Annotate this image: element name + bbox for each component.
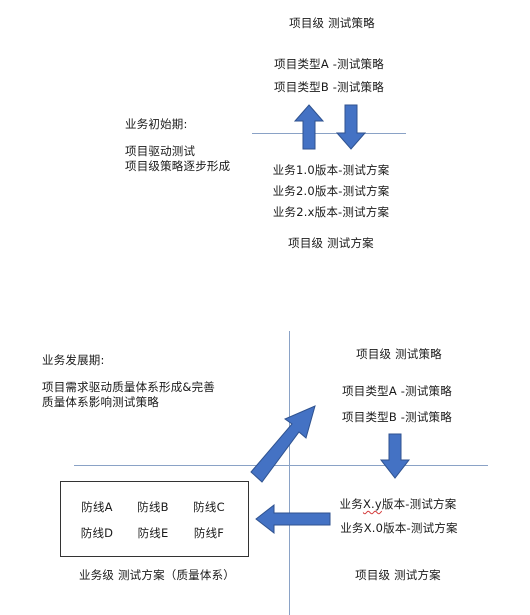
defense-line-f: 防线F [193,526,225,540]
business-plan-footer: 业务级 测试方案（质量体系） [79,568,235,582]
bottom-down-arrow-icon [379,433,411,479]
project-plan-footer: 项目级 测试方案 [355,568,441,582]
bottom-vertical-axis [289,331,290,615]
bottom-phase-line-2: 质量体系影响测试策略 [42,395,159,409]
defense-line-d: 防线D [80,526,114,540]
top-phase-line-2: 项目级策略逐步形成 [125,159,231,173]
top-down-arrow-icon [335,104,367,150]
top-up-arrow-icon [293,104,325,150]
bottom-horizontal-axis [74,465,488,466]
defense-line-a: 防线A [81,500,113,514]
bottom-phase-line-1: 项目需求驱动质量体系形成&完善 [42,380,215,394]
top-plan-1: 业务1.0版本-测试方案 [272,163,390,177]
top-plan-3: 业务2.x版本-测试方案 [272,205,390,219]
top-strategy-heading: 项目级 测试策略 [289,16,375,30]
defense-line-c: 防线C [193,500,225,514]
top-phase-line-1: 项目驱动测试 [125,144,196,158]
top-strategy-b: 项目类型B -测试策略 [274,80,384,94]
top-horizontal-axis [252,133,406,134]
defense-line-b: 防线B [137,500,169,514]
bottom-strategy-heading: 项目级 测试策略 [356,347,442,361]
bottom-plan-xy: 业务X.y版本-测试方案 [339,497,457,511]
defense-line-e: 防线E [137,526,169,540]
defense-lines-box [60,481,249,557]
bottom-plan-x0: 业务X.0版本-测试方案 [340,521,458,535]
bottom-strategy-a: 项目类型A -测试策略 [342,384,452,398]
top-plan-2: 业务2.0版本-测试方案 [272,184,390,198]
bottom-left-arrow-icon [255,503,331,535]
bottom-strategy-b: 项目类型B -测试策略 [342,410,452,424]
bottom-phase-title: 业务发展期: [42,353,105,367]
top-plan-footer: 项目级 测试方案 [288,236,374,250]
spellcheck-mark: X.y [362,497,382,511]
top-strategy-a: 项目类型A -测试策略 [274,57,384,71]
bottom-diagonal-arrow-icon [250,405,316,483]
top-phase-title: 业务初始期: [125,117,188,131]
